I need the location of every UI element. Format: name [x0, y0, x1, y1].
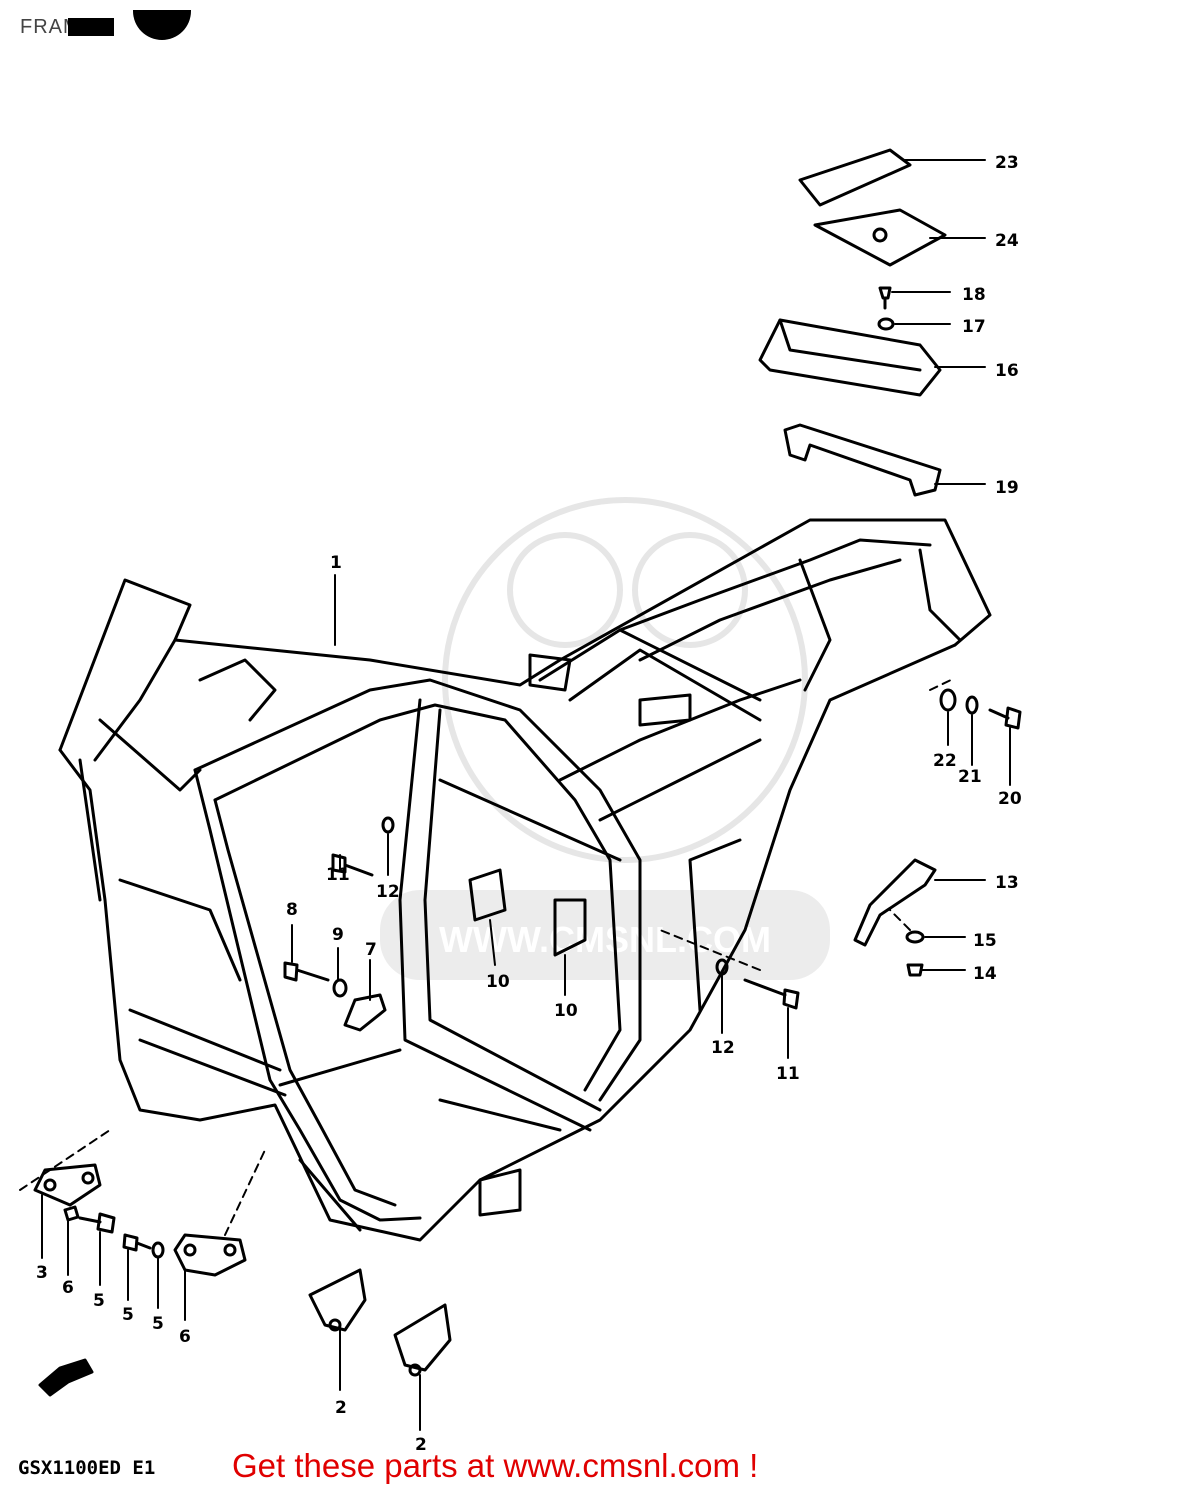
- part-12-washer-upper: [381, 816, 395, 834]
- leader-lines: [41, 159, 1011, 1431]
- part-14-bolt: [906, 963, 924, 977]
- callout-22: 22: [933, 751, 957, 771]
- callout-15: 15: [973, 931, 997, 951]
- callout-8: 8: [286, 900, 298, 920]
- main-frame: [58, 518, 992, 1242]
- part-3-engine-mount: [33, 1163, 102, 1207]
- promo-banner: Get these parts at www.cmsnl.com !: [232, 1447, 758, 1485]
- callout-6-left: 6: [62, 1278, 74, 1298]
- part-21-washer: [965, 695, 979, 715]
- callout-2-left: 2: [335, 1398, 347, 1418]
- part-18-screw: [878, 286, 892, 310]
- promo-prefix: Get these parts at: [232, 1447, 504, 1484]
- part-16-tray: [758, 318, 942, 397]
- promo-link[interactable]: www.cmsnl.com: [503, 1447, 741, 1484]
- part-5-bolt-mid: [122, 1233, 152, 1252]
- callout-21: 21: [958, 767, 982, 787]
- part-22-washer: [939, 688, 957, 712]
- callout-labels: 23 24 18 17 16 19 1 22 21 20 11 12 13 15…: [36, 153, 1022, 1455]
- part-23-bracket: [798, 148, 912, 207]
- callout-5-right: 5: [152, 1314, 164, 1334]
- part-24-cover-plate: [813, 208, 947, 267]
- callout-14: 14: [973, 964, 997, 984]
- callout-5-mid: 5: [122, 1305, 134, 1325]
- callout-11-lower: 11: [776, 1064, 800, 1084]
- title-marker-block: [68, 18, 114, 36]
- callout-6-right: 6: [179, 1327, 191, 1347]
- callout-1: 1: [330, 553, 342, 573]
- callout-10-left: 10: [486, 972, 510, 992]
- part-20-bolt: [988, 706, 1022, 730]
- part-19-bracket: [783, 423, 942, 497]
- callout-19: 19: [995, 478, 1019, 498]
- part-17-washer: [877, 317, 895, 331]
- callout-9: 9: [332, 925, 344, 945]
- callout-18: 18: [962, 285, 986, 305]
- part-6-nut-left: [63, 1205, 80, 1222]
- part-5-washer-mid: [151, 1241, 165, 1259]
- callout-23: 23: [995, 153, 1019, 173]
- callout-7: 7: [365, 940, 377, 960]
- callout-5-left: 5: [93, 1291, 105, 1311]
- part-2-bracket-right: [393, 1303, 452, 1377]
- promo-suffix: !: [740, 1447, 759, 1484]
- part-2-bracket-left: [308, 1268, 367, 1332]
- front-direction-arrow-icon: [38, 1358, 94, 1397]
- watermark-logo: WWW.CMSNL.COM: [380, 497, 830, 980]
- callout-24: 24: [995, 231, 1019, 251]
- part-8-bolt: [283, 961, 330, 982]
- dashed-guides: [19, 677, 956, 1236]
- callout-11-upper: 11: [326, 865, 350, 885]
- part-15-washer: [905, 930, 925, 944]
- callout-12-lower: 12: [711, 1038, 735, 1058]
- model-code: GSX1100ED E1: [18, 1457, 156, 1479]
- callout-12-upper: 12: [376, 882, 400, 902]
- callout-17: 17: [962, 317, 986, 337]
- callout-20: 20: [998, 789, 1022, 809]
- callout-3: 3: [36, 1263, 48, 1283]
- callout-13: 13: [995, 873, 1019, 893]
- part-7-plate: [343, 993, 387, 1032]
- part-9-washer: [332, 978, 348, 998]
- part-5-bolt-left: [78, 1212, 116, 1234]
- part-13-stay: [853, 858, 937, 947]
- callout-16: 16: [995, 361, 1019, 381]
- part-11-bolt-lower: [743, 978, 800, 1010]
- callout-10-right: 10: [554, 1001, 578, 1021]
- part-6-engine-mount: [173, 1233, 247, 1277]
- callout-2-right: 2: [415, 1435, 427, 1455]
